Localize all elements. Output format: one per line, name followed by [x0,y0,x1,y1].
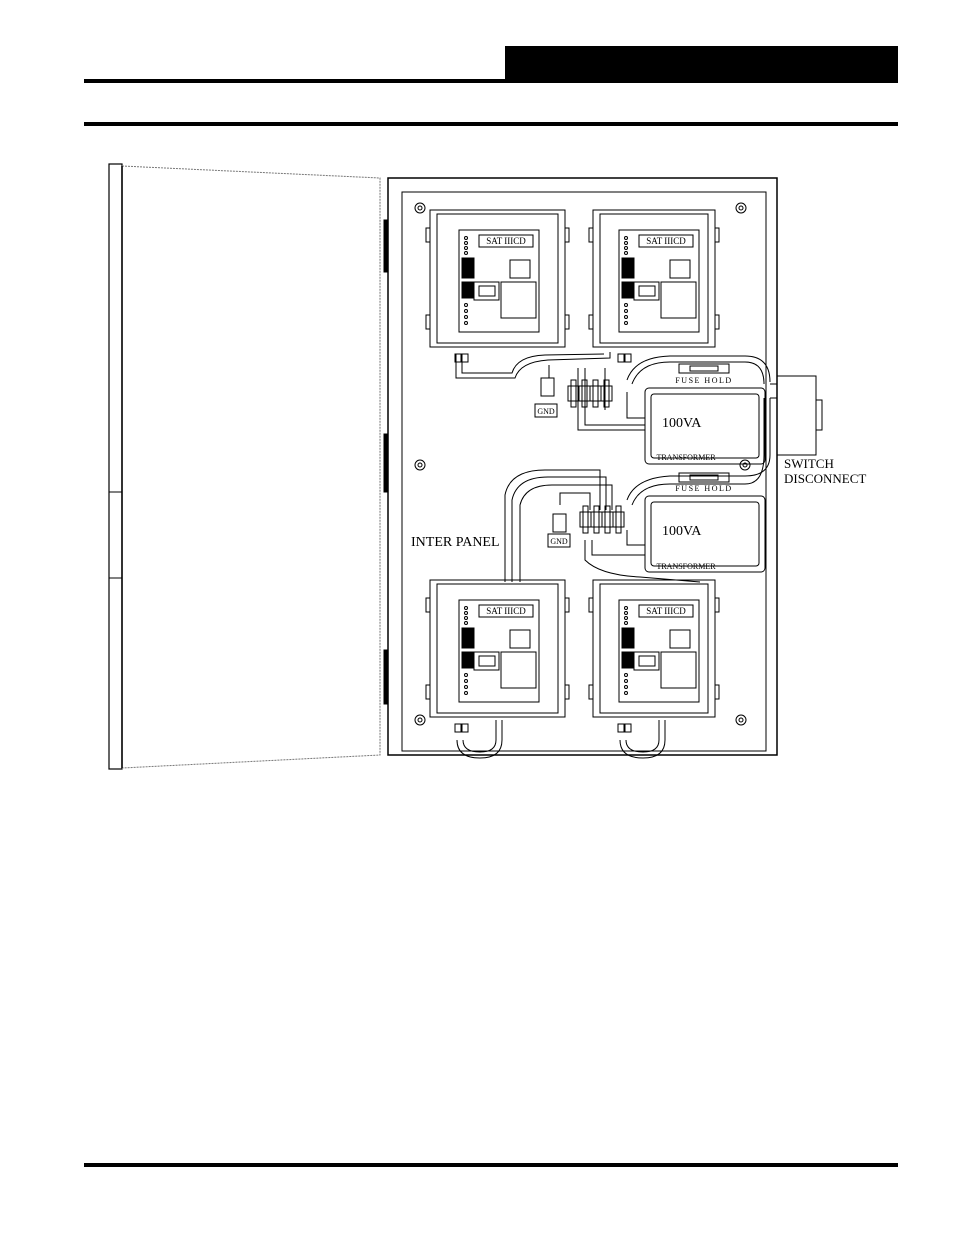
controller-title: SAT IIICD [646,236,686,246]
transformer-label: TRANSFORMER [656,453,716,462]
header-top-rule [84,79,898,83]
fuse-holder-label: FUSE HOLD [675,376,732,385]
header-black-bar [505,46,898,80]
transformer-bottom [644,495,766,573]
switch-disconnect-label: DISCONNECT [784,471,866,486]
wiring-top [455,352,771,431]
wiring-bottom [456,398,771,759]
enclosure-door [108,163,389,770]
switch-disconnect-label: SWITCH [784,456,834,471]
fuse-holders [678,363,730,483]
controller-bottom-left [425,579,570,733]
ground-label: GND [550,537,568,546]
ground-label: GND [537,407,555,416]
inter-panel-label: INTER PANEL [411,535,500,550]
transformer-top [644,387,766,465]
transformer-rating: 100VA [662,524,702,539]
transformer-rating: 100VA [662,416,702,431]
controller-top-right [588,209,720,363]
controller-title: SAT IIICD [486,606,526,616]
header-bottom-rule [84,122,898,126]
footer-rule [84,1163,898,1167]
enclosure-body [387,177,778,756]
controller-title: SAT IIICD [486,236,526,246]
terminal-blocks [534,377,625,548]
transformer-label: TRANSFORMER [656,562,716,571]
controller-top-left [425,209,570,363]
switch-disconnect-box [770,375,823,456]
controller-bottom-right [588,579,720,733]
controller-title: SAT IIICD [646,606,686,616]
fuse-holder-label: FUSE HOLD [675,484,732,493]
